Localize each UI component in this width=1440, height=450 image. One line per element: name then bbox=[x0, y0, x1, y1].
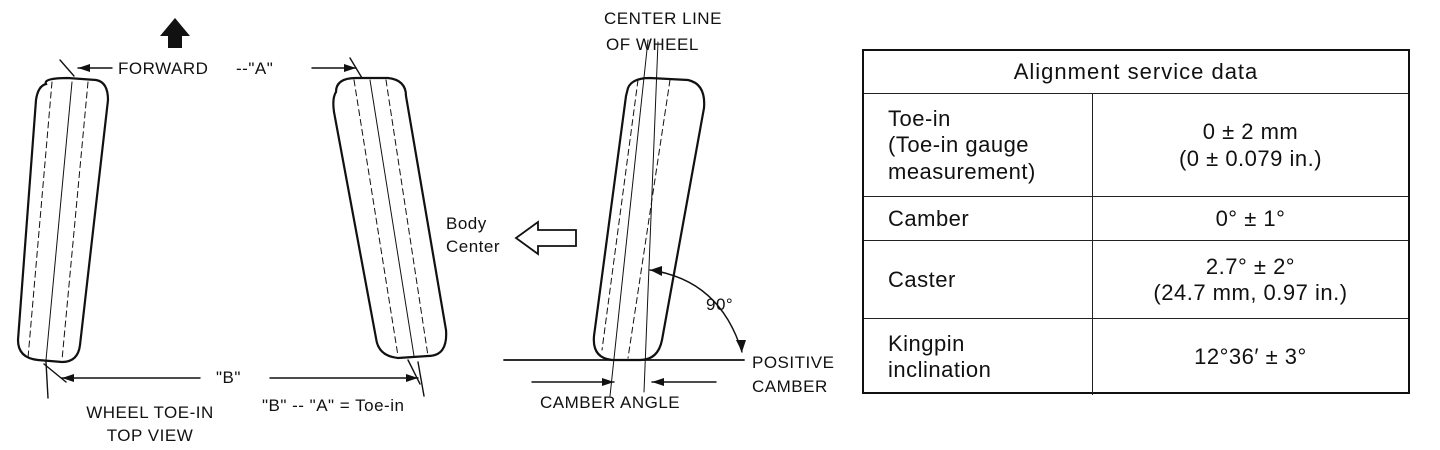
ninety-arc bbox=[649, 269, 743, 353]
b-label: "B" bbox=[216, 368, 241, 387]
left-wheel bbox=[16, 76, 110, 364]
value-line: 12°36′ ± 3° bbox=[1194, 343, 1307, 369]
table-row: Kingpin inclination 12°36′ ± 3° bbox=[864, 318, 1408, 395]
row-item: Caster bbox=[864, 241, 1092, 319]
a-label: --"A" bbox=[236, 59, 274, 78]
forward-label: FORWARD bbox=[118, 59, 209, 78]
item-line: measurement) bbox=[888, 158, 1036, 184]
wheel-toe-in-label: WHEEL TOE-IN bbox=[86, 403, 214, 422]
value-line: 0 ± 2 mm bbox=[1202, 119, 1299, 145]
right-wheel bbox=[332, 76, 448, 360]
dimension-b bbox=[43, 359, 425, 399]
dimension-a bbox=[59, 57, 363, 79]
item-line: (Toe-in gauge bbox=[888, 132, 1030, 158]
row-item: Camber bbox=[864, 197, 1092, 241]
value-line: 0° ± 1° bbox=[1215, 205, 1286, 231]
table-row: Caster 2.7° ± 2° (24.7 mm, 0.97 in.) bbox=[864, 240, 1408, 319]
row-item: Kingpin inclination bbox=[864, 319, 1092, 395]
camber-label: CAMBER bbox=[752, 377, 828, 396]
body-center-arrow bbox=[514, 220, 577, 256]
center-label: Center bbox=[446, 237, 501, 256]
row-value: 12°36′ ± 3° bbox=[1092, 319, 1408, 395]
alignment-diagram bbox=[16, 18, 746, 399]
item-line: Toe-in bbox=[888, 105, 951, 131]
row-value: 2.7° ± 2° (24.7 mm, 0.97 in.) bbox=[1092, 241, 1408, 319]
value-line: (24.7 mm, 0.97 in.) bbox=[1153, 280, 1348, 305]
row-item: Toe-in (Toe-in gauge measurement) bbox=[864, 94, 1092, 197]
value-line: 2.7° ± 2° bbox=[1205, 253, 1296, 279]
alignment-service-table: Alignment service data Toe-in (Toe-in ga… bbox=[862, 49, 1410, 395]
item-line: Caster bbox=[888, 266, 956, 292]
positive-label: POSITIVE bbox=[752, 353, 835, 372]
body-label: Body bbox=[446, 214, 487, 233]
item-line: Kingpin bbox=[888, 330, 965, 356]
camber-angle-label: CAMBER ANGLE bbox=[540, 393, 681, 412]
row-value: 0 ± 2 mm (0 ± 0.079 in.) bbox=[1092, 94, 1408, 197]
camber-wheel bbox=[592, 39, 706, 397]
item-line: inclination bbox=[888, 357, 992, 382]
toe-formula: "B" -- "A" = Toe-in bbox=[262, 396, 405, 415]
item-line: Camber bbox=[888, 205, 970, 231]
table-row: Toe-in (Toe-in gauge measurement) 0 ± 2 … bbox=[864, 93, 1408, 197]
center-line-label: CENTER LINE bbox=[604, 9, 722, 28]
table-row: Camber 0° ± 1° bbox=[864, 196, 1408, 241]
table-title: Alignment service data bbox=[1013, 59, 1259, 84]
value-line: (0 ± 0.079 in.) bbox=[1178, 145, 1323, 171]
ninety-label: 90° bbox=[706, 295, 734, 314]
row-value: 0° ± 1° bbox=[1092, 197, 1408, 241]
of-wheel-label: OF WHEEL bbox=[606, 35, 699, 54]
top-view-label: TOP VIEW bbox=[106, 426, 194, 445]
forward-arrow-icon bbox=[160, 18, 190, 48]
